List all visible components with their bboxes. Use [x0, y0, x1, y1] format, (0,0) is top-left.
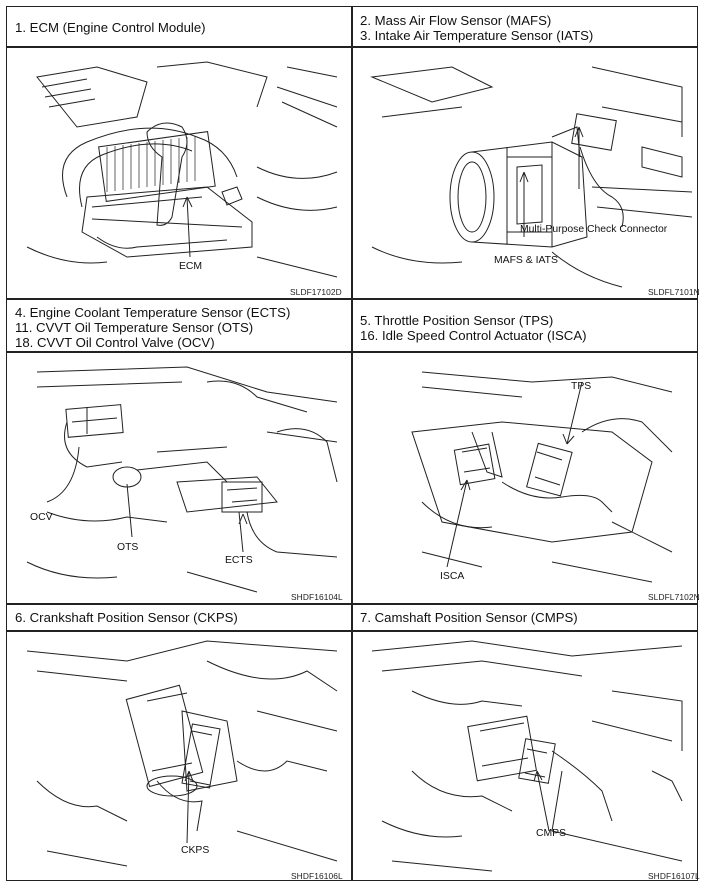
figure-code: SLDFL7101N	[648, 287, 700, 297]
row3-header-divider	[7, 630, 697, 632]
center-divider	[351, 7, 353, 880]
panel-ckps-figure: CKPS SHDF16106L	[7, 631, 351, 882]
tps-isca-illustration	[352, 352, 699, 603]
row2-header-divider	[7, 351, 697, 353]
panel-ckps-title: 6. Crankshaft Position Sensor (CKPS)	[7, 604, 351, 630]
row-divider-2	[7, 603, 697, 605]
callout-ocv: OCV	[30, 512, 53, 523]
callout-multi-purpose-check-connector: Multi-Purpose Check Connector	[520, 224, 668, 235]
callout-ects: ECTS	[225, 555, 253, 566]
ects-ots-ocv-illustration	[7, 352, 351, 603]
panel-title-line: 5. Throttle Position Sensor (TPS)	[360, 313, 554, 328]
panel-title-line: 3. Intake Air Temperature Sensor (IATS)	[360, 28, 594, 43]
row-divider-1	[7, 298, 697, 300]
callout-cmps: CMPS	[536, 828, 567, 839]
panel-ects-title: 4. Engine Coolant Temperature Sensor (EC…	[7, 299, 351, 351]
callout-isca: ISCA	[440, 571, 465, 582]
figure-code: SHDF16107L	[648, 871, 700, 881]
callout-ecm: ECM	[179, 261, 203, 272]
component-location-sheet: 1. ECM (Engine Control Module) ECM SLDF1…	[6, 6, 700, 882]
callout-mafs-iats: MAFS & IATS	[494, 255, 558, 266]
panel-title-line: 6. Crankshaft Position Sensor (CKPS)	[15, 610, 238, 625]
callout-ckps: CKPS	[181, 845, 210, 856]
ckps-illustration	[7, 631, 351, 882]
figure-code: SLDFL7102N	[648, 592, 700, 602]
panel-mafs-title: 2. Mass Air Flow Sensor (MAFS) 3. Intake…	[352, 7, 699, 46]
cmps-illustration	[352, 631, 699, 882]
panel-title-line: 4. Engine Coolant Temperature Sensor (EC…	[15, 305, 291, 320]
panel-title-line: 11. CVVT Oil Temperature Sensor (OTS)	[15, 320, 254, 335]
figure-code: SHDF16104L	[291, 592, 343, 602]
panel-mafs-figure: Multi-Purpose Check Connector MAFS & IAT…	[352, 47, 700, 298]
figure-code: SHDF16106L	[291, 871, 343, 881]
panel-title-line: 1. ECM (Engine Control Module)	[15, 20, 206, 35]
figure-code: SLDF17102D	[290, 287, 342, 297]
panel-title-line: 16. Idle Speed Control Actuator (ISCA)	[360, 328, 587, 343]
panel-tps-title: 5. Throttle Position Sensor (TPS) 16. Id…	[352, 299, 699, 351]
panel-ecm-title: 1. ECM (Engine Control Module)	[7, 7, 351, 46]
panel-title-line: 2. Mass Air Flow Sensor (MAFS)	[360, 13, 552, 28]
row1-header-divider	[7, 46, 697, 48]
panel-ects-figure: OCV OTS ECTS SHDF16104L	[7, 352, 351, 603]
panel-ecm-figure: ECM SLDF17102D	[7, 47, 351, 298]
panel-cmps-figure: CMPS SHDF16107L	[352, 631, 700, 882]
callout-ots: OTS	[117, 542, 139, 553]
callout-tps: TPS	[571, 381, 592, 392]
panel-cmps-title: 7. Camshaft Position Sensor (CMPS)	[352, 604, 699, 630]
ecm-engine-illustration	[7, 47, 351, 298]
panel-title-line: 7. Camshaft Position Sensor (CMPS)	[360, 610, 578, 625]
mafs-iats-illustration	[352, 47, 699, 298]
panel-title-line: 18. CVVT Oil Control Valve (OCV)	[15, 335, 215, 350]
panel-tps-figure: TPS ISCA SLDFL7102N	[352, 352, 700, 603]
